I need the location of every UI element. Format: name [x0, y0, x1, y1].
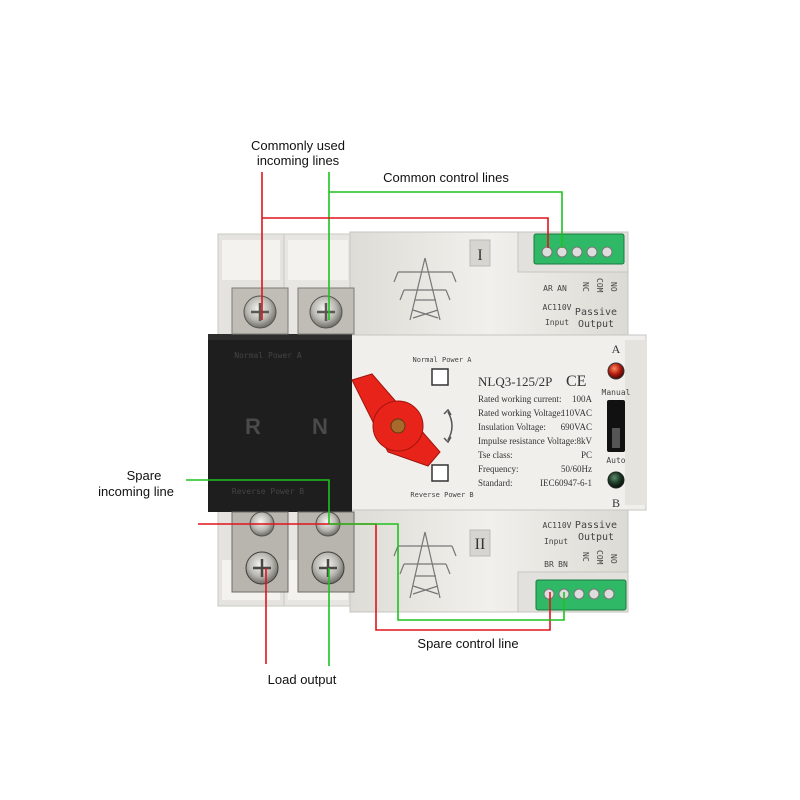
spec-value: PC — [581, 450, 592, 460]
manual-label: Manual — [602, 388, 631, 397]
spec-value: 50/60Hz — [561, 464, 592, 474]
indicator-b-led — [607, 471, 625, 489]
spare-incoming-wires — [186, 479, 330, 525]
bottom-terminal-block — [535, 579, 627, 611]
top-input-voltage: AC110V — [543, 303, 572, 312]
top-input-label: Input — [545, 318, 569, 327]
spec-value: 8kV — [577, 436, 593, 446]
status-window-b — [431, 464, 449, 482]
spec-label: Standard: — [478, 478, 513, 488]
top-output-label: Output — [578, 319, 614, 330]
auto-label: Auto — [606, 456, 625, 465]
pole-label-r: R — [245, 414, 261, 439]
handle-pivot-icon — [390, 418, 406, 434]
annotation-commonly-used-1: Commonly used — [251, 138, 345, 153]
indicators: A Manual Auto B — [602, 342, 631, 510]
bottom-terminal-labels: AC110V Input Passive Output BR BN NC COM… — [543, 520, 618, 569]
spec-table: Rated working current: 100A Rated working … — [478, 394, 593, 488]
normal-power-a-label: Normal Power A — [412, 356, 472, 364]
status-window-a — [431, 368, 449, 386]
reverse-power-b-label: Reverse Power B — [410, 491, 473, 499]
pole-cover: Normal Power A Reverse Power B R N — [208, 334, 352, 512]
annotation-commonly-used-2: incoming lines — [257, 153, 340, 168]
switch-area: Normal Power A Reverse Power B — [410, 356, 473, 499]
breaker-label-top: Normal Power A — [234, 351, 302, 360]
annotation-spare-control: Spare control line — [417, 636, 518, 651]
bottom-screw-terminals — [231, 511, 355, 593]
ce-mark: CE — [566, 373, 586, 390]
terminal-label-an: AN — [557, 284, 567, 293]
terminal-label-no: NO — [609, 554, 618, 564]
pole-label-n: N — [312, 414, 328, 439]
spec-value: 100A — [572, 394, 593, 404]
top-module-mark: I — [477, 247, 482, 264]
bottom-passive-label: Passive — [575, 520, 617, 531]
indicator-a-label: A — [612, 342, 621, 356]
annotation-spare-1: Spare — [127, 468, 162, 483]
annotation-spare-2: incoming line — [98, 484, 174, 499]
common-incoming-wires — [261, 172, 330, 320]
spec-label: Impulse resistance Voltage: — [478, 436, 577, 446]
top-terminal-block — [533, 233, 625, 265]
spec-label: Rated working current: — [478, 394, 561, 404]
bottom-output-label: Output — [578, 532, 614, 543]
terminal-label-bn: BN — [558, 560, 568, 569]
terminal-label-com: COM — [595, 550, 604, 565]
terminal-label-ar: AR — [543, 284, 553, 293]
spec-value: IEC60947-6-1 — [540, 478, 592, 488]
breaker-label-bottom: Reverse Power B — [232, 487, 304, 496]
spec-label: Tse class: — [478, 450, 513, 460]
common-control-wires — [262, 191, 563, 248]
bottom-input-voltage: AC110V — [543, 521, 572, 530]
top-passive-label: Passive — [575, 307, 617, 318]
spare-control-wires — [262, 523, 565, 631]
rotate-arrow-icon — [447, 411, 453, 441]
spec-value: 110VAC — [561, 408, 592, 418]
bottom-module-mark: II — [475, 536, 486, 553]
pylon-icon — [393, 257, 457, 321]
spec-label: Insulation Voltage: — [478, 422, 546, 432]
indicator-b-label: B — [612, 496, 620, 510]
terminal-label-nc: NC — [581, 552, 590, 562]
top-screw-terminals — [231, 287, 355, 335]
top-terminal-labels: AR AN NC COM NO AC110V Input Passive Out… — [543, 278, 618, 330]
spec-value: 690VAC — [561, 422, 592, 432]
bottom-input-label: Input — [544, 537, 568, 546]
spec-label: Frequency: — [478, 464, 519, 474]
nameplate: NLQ3-125/2P CE Rated working current: 100… — [478, 373, 593, 488]
spec-label: Rated working Voltage: — [478, 408, 563, 418]
load-output-wires — [265, 568, 330, 666]
terminal-label-nc: NC — [581, 282, 590, 292]
manual-auto-switch[interactable] — [607, 400, 625, 452]
terminal-label-no: NO — [609, 282, 618, 292]
model-number: NLQ3-125/2P — [478, 374, 552, 389]
annotation-common-control: Common control lines — [383, 170, 509, 185]
terminal-label-br: BR — [544, 560, 554, 569]
terminal-label-com: COM — [595, 278, 604, 293]
red-handle[interactable] — [351, 373, 441, 467]
pylon-icon — [393, 531, 457, 599]
indicator-a-led — [607, 362, 625, 380]
annotation-load-output: Load output — [268, 672, 337, 687]
